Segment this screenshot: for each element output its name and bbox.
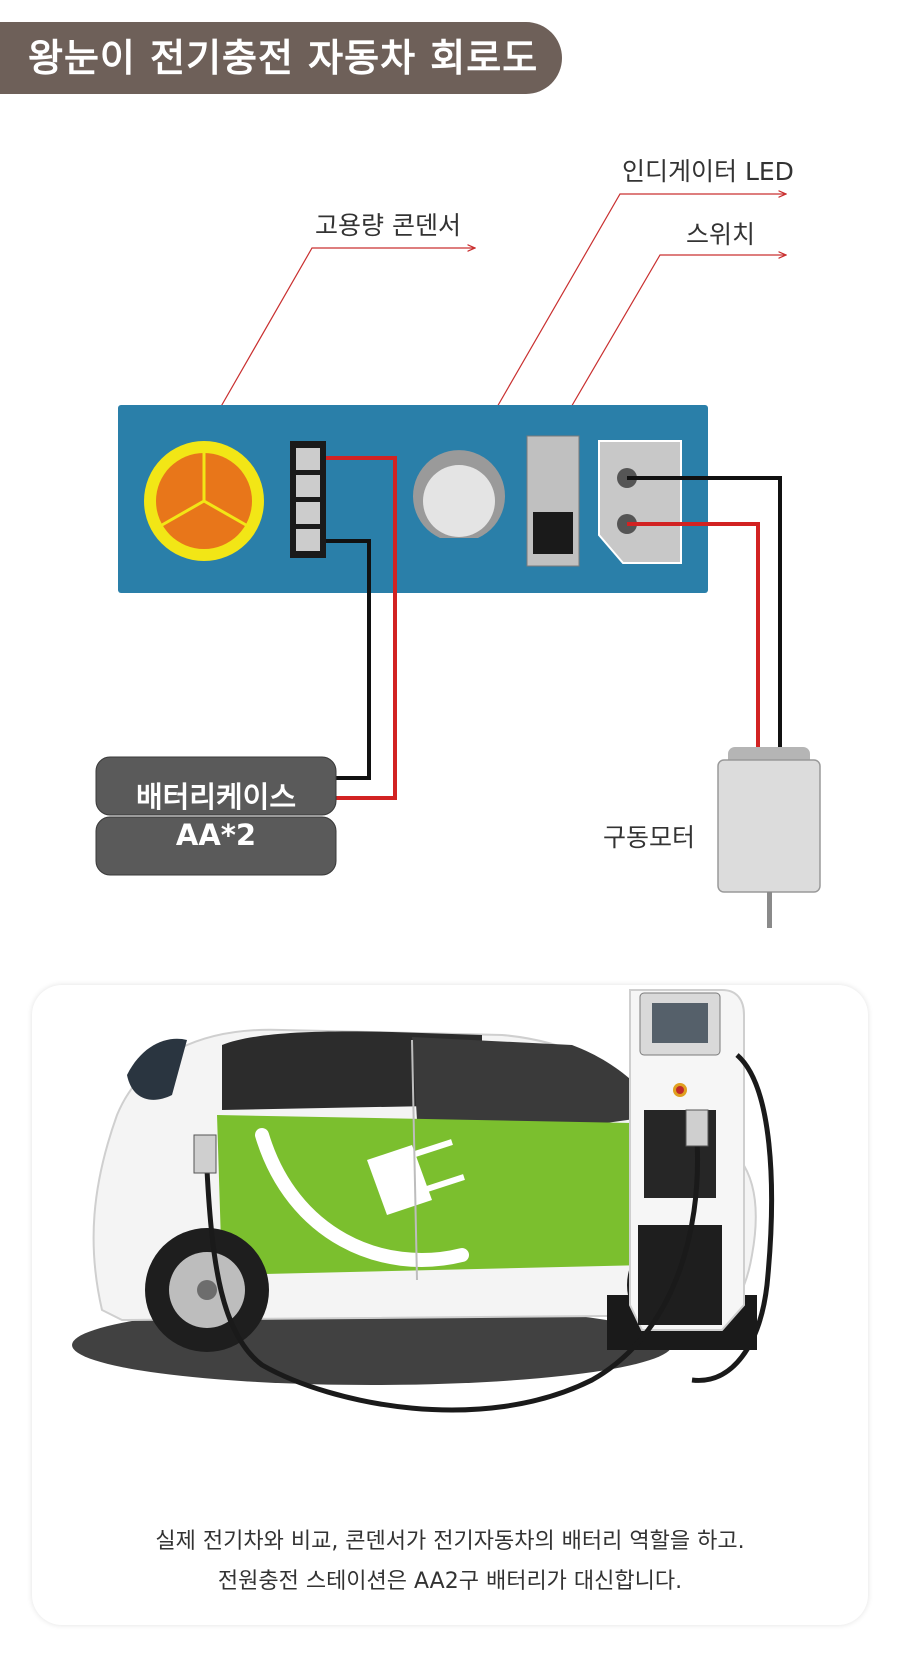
wires: [326, 456, 782, 800]
motor-icon: [717, 747, 821, 928]
charging-cable-loop: [691, 1053, 775, 1383]
charging-station-illustration: [607, 989, 757, 1350]
label-capacitor: 고용량 콘덴서: [315, 211, 461, 240]
caption-line1: 실제 전기차와 비교, 콘덴서가 전기자동차의 배터리 역할을 하고.: [155, 1529, 745, 1554]
ev-charging-photo: [72, 989, 775, 1413]
led-icon: [413, 450, 506, 538]
battery-label-line1: 배터리케이스: [135, 780, 297, 814]
pointer-lines: [195, 194, 786, 486]
pointer-led: [451, 194, 786, 486]
circuit-diagram: [95, 0, 821, 928]
caption-line2: 전원충전 스테이션은 AA2구 배터리가 대신합니다.: [217, 1569, 683, 1594]
label-switch: 스위치: [686, 220, 756, 249]
pointer-capacitor: [195, 248, 475, 451]
wire-red-motor: [627, 522, 760, 752]
label-motor: 구동모터: [603, 823, 696, 852]
battery-case-icon: [95, 756, 337, 876]
capacitor-icon: [144, 441, 264, 561]
motor-terminal-icon: [598, 440, 682, 564]
car-illustration: [92, 1028, 757, 1352]
pointer-switch: [545, 255, 786, 451]
label-indicator-led: 인디게이터 LED: [622, 157, 794, 186]
battery-label: 배터리케이스 AA*2: [96, 778, 336, 854]
connector-icon: [290, 441, 326, 558]
wire-red-battery: [326, 456, 397, 800]
title-bar: 왕눈이 전기충전 자동차 회로도: [0, 22, 562, 94]
wire-black-motor: [627, 476, 782, 752]
caption: 실제 전기차와 비교, 콘덴서가 전기자동차의 배터리 역할을 하고. 전원충전…: [32, 1522, 868, 1602]
photo-card: [32, 985, 868, 1625]
switch-icon: [526, 435, 580, 567]
wire-black-battery: [326, 539, 371, 780]
page-title: 왕눈이 전기충전 자동차 회로도: [28, 36, 539, 80]
charging-cable: [204, 1139, 701, 1413]
battery-label-line2: AA*2: [175, 818, 257, 852]
